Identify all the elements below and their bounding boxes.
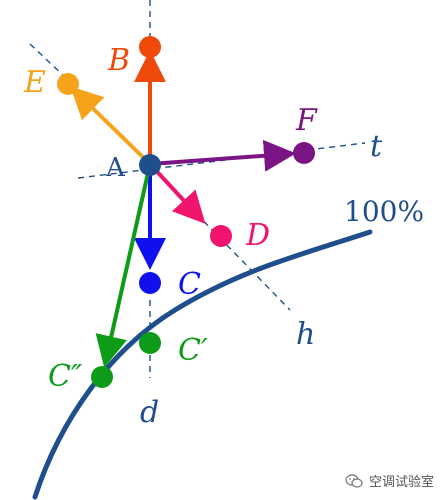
watermark: 空调试验室: [345, 471, 434, 490]
label-a: A: [105, 153, 126, 183]
point-a: [139, 154, 161, 176]
arrow-a-to-f: [149, 139, 296, 172]
label-c-double-prime: C″: [48, 359, 83, 394]
label-axis-h: h: [296, 317, 315, 352]
point-c-double-prime: [91, 366, 113, 388]
label-c-prime: C′: [178, 333, 208, 368]
label-f: F: [295, 103, 318, 138]
wechat-icon: [345, 473, 363, 488]
point-c-prime: [139, 332, 161, 354]
saturation-curve-100: [32, 229, 373, 500]
label-b: B: [107, 43, 130, 78]
point-e: [57, 73, 79, 95]
label-axis-t: t: [370, 129, 383, 164]
arrow-a-to-d: [148, 162, 206, 224]
point-f: [293, 142, 315, 164]
label-d: D: [245, 218, 270, 253]
point-d: [210, 225, 232, 247]
label-curve-100: 100%: [344, 195, 424, 228]
label-c: C: [178, 267, 201, 302]
arrow-a-to-e: [70, 86, 152, 166]
watermark-text: 空调试验室: [368, 475, 434, 490]
arrow-a-to-c-double-prime: [95, 163, 152, 368]
label-axis-d: d: [140, 395, 159, 430]
axis-e-diagonal: [29, 43, 67, 79]
point-c: [139, 272, 161, 294]
point-b: [139, 36, 161, 58]
label-e: E: [23, 65, 46, 100]
